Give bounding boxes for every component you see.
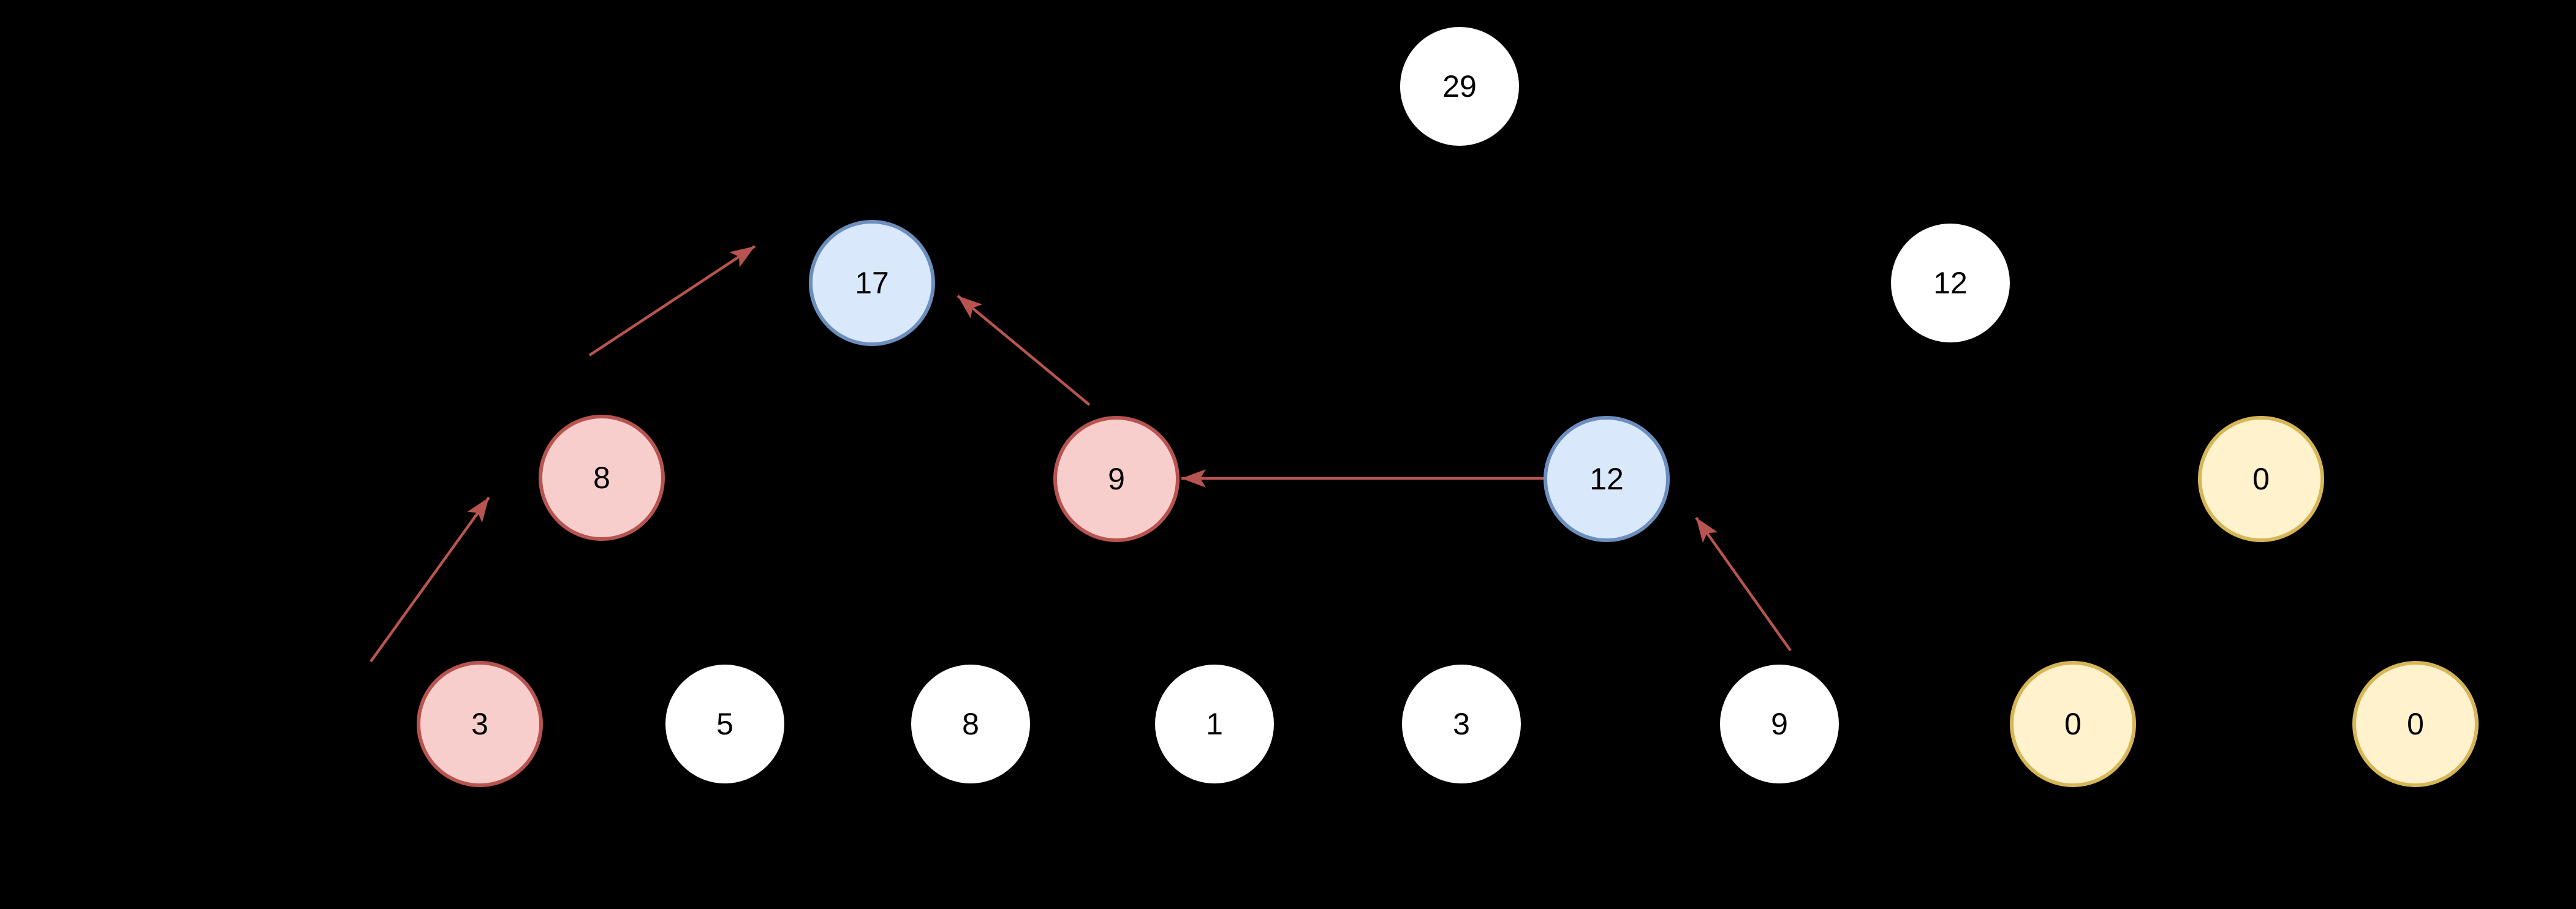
tree-node-leaf-5: 5 (662, 661, 788, 787)
tree-node-leaf-3-b: 3 (1398, 661, 1525, 787)
tree-node-sum-12: 12 (1544, 416, 1670, 542)
node-value-leaf-3-a: 3 (471, 707, 488, 741)
node-value-sum-12: 12 (1589, 462, 1624, 496)
node-circle-leaf-3-a (417, 661, 543, 787)
arrow-leaf9-to-sum12 (1695, 516, 1792, 652)
node-circle-sum-8 (539, 415, 665, 541)
node-value-sum-0: 0 (2252, 462, 2270, 496)
node-circle-root-29 (1396, 23, 1523, 149)
tree-node-sum-8: 8 (539, 415, 665, 541)
node-value-root-29: 29 (1442, 69, 1477, 104)
node-circle-leaf-8 (907, 661, 1034, 787)
tree-node-leaf-0-a: 0 (2010, 661, 2136, 787)
tree-node-leaf-1: 1 (1151, 661, 1278, 787)
node-value-leaf-8: 8 (962, 707, 979, 741)
tree-node-leaf-9: 9 (1716, 661, 1843, 787)
node-value-leaf-1: 1 (1206, 707, 1223, 741)
node-circle-leaf-0-b (2352, 661, 2479, 787)
node-circle-leaf-5 (662, 661, 788, 787)
tree-node-sum-12-right: 12 (1887, 220, 2013, 346)
node-circle-leaf-0-a (2010, 661, 2136, 787)
tree-node-sum-17: 17 (809, 220, 935, 346)
node-circle-sum-12-right (1887, 220, 2013, 346)
tree-node-sum-9: 9 (1053, 416, 1180, 542)
node-value-sum-17: 17 (855, 266, 889, 300)
tree-node-leaf-8: 8 (907, 661, 1034, 787)
node-circle-leaf-9 (1716, 661, 1843, 787)
node-value-sum-12-right: 12 (1933, 266, 1968, 300)
node-value-leaf-0-b: 0 (2407, 707, 2424, 741)
node-value-leaf-9: 9 (1771, 707, 1788, 741)
node-value-leaf-5: 5 (716, 707, 733, 741)
tree-node-root-29: 29 (1396, 23, 1523, 149)
tree-node-leaf-3-a: 3 (417, 661, 543, 787)
node-value-sum-9: 9 (1108, 462, 1125, 496)
node-circle-leaf-3-b (1398, 661, 1525, 787)
arrow-leaf3-to-sum8 (369, 496, 490, 663)
node-circle-sum-9 (1053, 416, 1180, 542)
tree-node-sum-0: 0 (2198, 416, 2324, 542)
tree-node-leaf-0-b: 0 (2352, 661, 2479, 787)
node-circle-sum-12 (1544, 416, 1670, 542)
node-value-leaf-3-b: 3 (1453, 707, 1470, 741)
node-circle-sum-0 (2198, 416, 2324, 542)
arrow-sum9-to-sum17 (957, 295, 1091, 406)
node-value-sum-8: 8 (593, 461, 610, 495)
node-circle-sum-17 (809, 220, 935, 346)
node-value-leaf-0-a: 0 (2064, 707, 2082, 741)
node-circle-leaf-1 (1151, 661, 1278, 787)
arrow-sum8-to-sum17 (588, 245, 756, 356)
